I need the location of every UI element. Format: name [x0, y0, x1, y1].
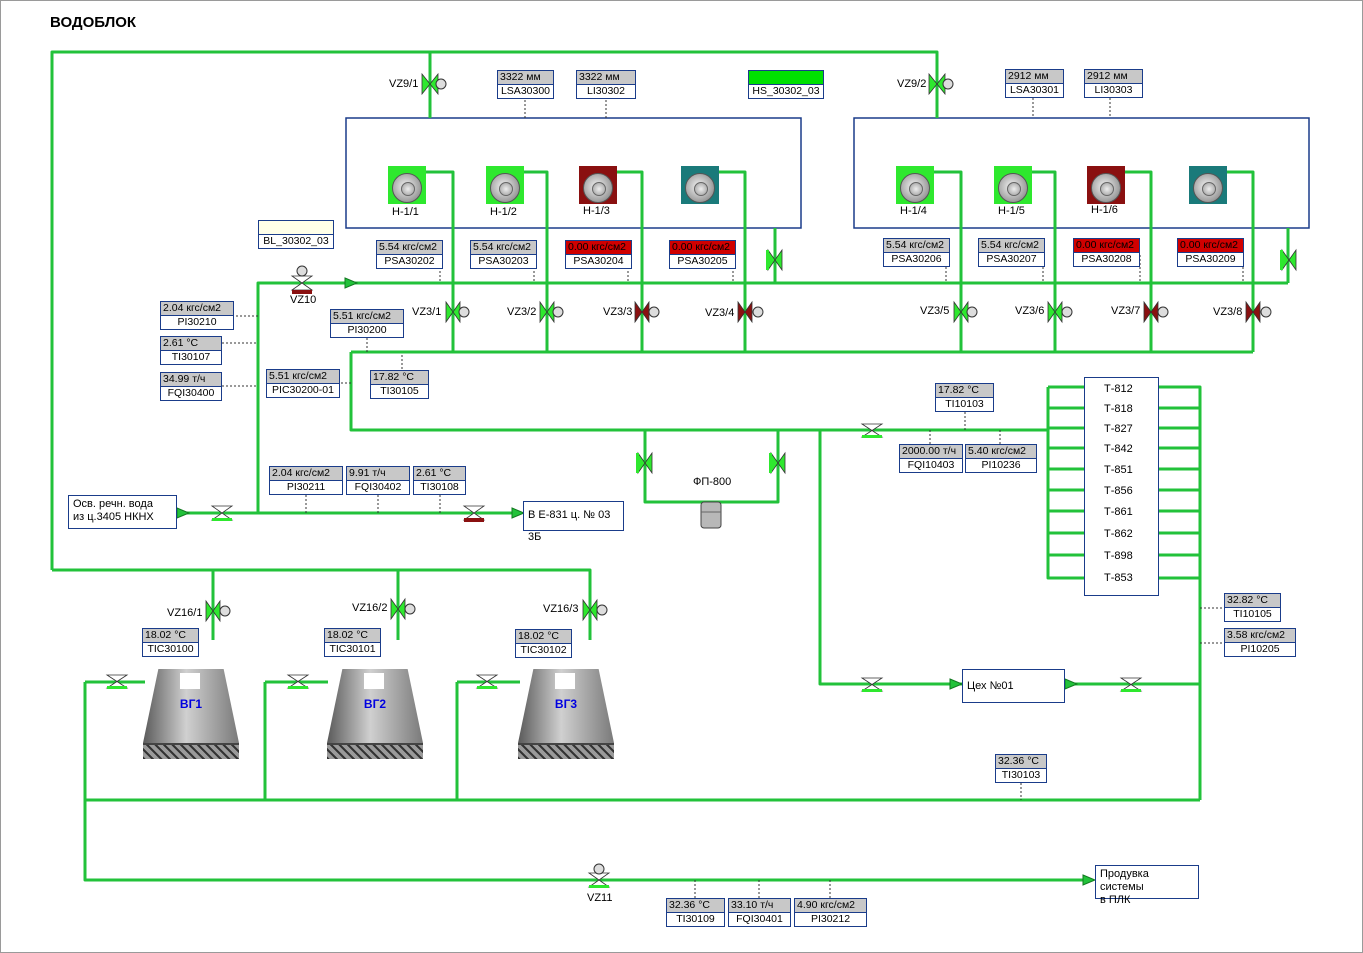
valve-label[interactable]: VZ11	[587, 892, 613, 904]
reservoir-right	[853, 117, 1310, 229]
valve-label[interactable]: VZ9/2	[897, 78, 927, 90]
consumer-item[interactable]: Т-842	[1104, 443, 1133, 455]
cooling-tower-label: ВГ3	[554, 697, 578, 711]
river-water-source[interactable]: Осв. речн. вода из ц.3405 НКНХ	[68, 495, 177, 529]
cooling-tower-label: ВГ1	[179, 697, 203, 711]
valve-label[interactable]: VZ3/3	[603, 306, 633, 318]
tag-bl30302[interactable]: BL_30302_03	[258, 220, 334, 249]
filter-vessel	[700, 501, 722, 529]
blowdown-destination[interactable]: Продувка системы в ПЛК	[1095, 865, 1199, 906]
valve-label[interactable]: VZ16/2	[352, 602, 388, 614]
valve-label[interactable]: VZ10	[290, 294, 317, 306]
valve-label[interactable]: VZ3/7	[1111, 305, 1141, 317]
pump-icon[interactable]	[388, 166, 426, 204]
valve-label[interactable]: VZ3/6	[1015, 305, 1045, 317]
pump-label: Н-1/2	[490, 206, 517, 218]
shop1-consumer[interactable]: Цех №01	[962, 669, 1065, 703]
valve-label[interactable]: VZ3/1	[412, 306, 442, 318]
valve-label[interactable]: VZ9/1	[389, 78, 419, 90]
valve-label[interactable]: VZ16/3	[543, 603, 579, 615]
cooling-tower[interactable]: ВГ2	[327, 669, 423, 761]
consumer-item[interactable]: Т-827	[1104, 423, 1133, 435]
pump-icon[interactable]	[994, 166, 1032, 204]
cooling-tower[interactable]: ВГ3	[518, 669, 614, 761]
pump-icon[interactable]	[681, 166, 719, 204]
pump-label: Н-1/5	[998, 205, 1025, 217]
valve-symbols	[105, 72, 1297, 888]
filter-label: ФП-800	[693, 476, 732, 488]
consumer-item[interactable]: Т-898	[1104, 550, 1133, 562]
valve-label[interactable]: VZ3/5	[920, 305, 950, 317]
pump-icon[interactable]	[896, 166, 934, 204]
cooling-tower-label: ВГ2	[363, 697, 387, 711]
valve-label[interactable]: VZ3/4	[705, 307, 735, 319]
consumer-item[interactable]: Т-818	[1104, 403, 1133, 415]
pump-label: Н-1/6	[1091, 204, 1118, 216]
pump-icon[interactable]	[486, 166, 524, 204]
pump-icon[interactable]	[1087, 166, 1125, 204]
pump-icon[interactable]	[1189, 166, 1227, 204]
pump-label: Н-1/3	[583, 205, 610, 217]
pump-label: Н-1/1	[392, 206, 419, 218]
consumer-item[interactable]: Т-812	[1104, 383, 1133, 395]
page-title: ВОДОБЛОК	[50, 14, 137, 31]
consumer-item[interactable]: Т-851	[1104, 464, 1133, 476]
consumer-item[interactable]: Т-861	[1104, 506, 1133, 518]
tag-hs30302[interactable]: HS_30302_03	[748, 70, 824, 99]
consumer-item[interactable]: Т-862	[1104, 528, 1133, 540]
pump-icon[interactable]	[579, 166, 617, 204]
valve-label[interactable]: VZ3/2	[507, 306, 537, 318]
consumers-panel: Т-812 Т-818 Т-827 Т-842 Т-851 Т-856 Т-86…	[1084, 377, 1159, 596]
valve-label[interactable]: VZ16/1	[167, 607, 203, 619]
e831-destination[interactable]: В Е-831 ц. № 03 3Б	[523, 501, 624, 543]
consumer-item[interactable]: Т-853	[1104, 572, 1133, 584]
pump-label: Н-1/4	[900, 205, 927, 217]
reservoir-left	[345, 117, 802, 229]
cooling-tower[interactable]: ВГ1	[143, 669, 239, 761]
consumer-item[interactable]: Т-856	[1104, 485, 1133, 497]
valve-label[interactable]: VZ3/8	[1213, 306, 1243, 318]
